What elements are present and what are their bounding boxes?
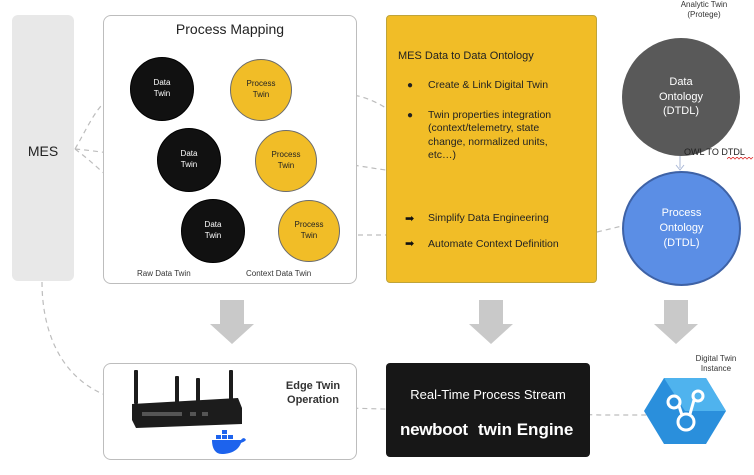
mes-box[interactable]: MES: [12, 15, 74, 281]
docker-icon: [212, 430, 246, 454]
edge-twin-title: Edge Twin Operation: [285, 380, 341, 407]
edge-router-icon: [132, 370, 242, 428]
newboot-logo: newboot: [400, 420, 468, 439]
analytic-twin-caption: Analytic Twin (Protege): [680, 0, 728, 19]
action-automate-context-definition: Automate Context Definition: [428, 238, 559, 250]
realtime-stream-title: Real-Time Process Stream: [410, 387, 566, 402]
data-twin-2[interactable]: Data Twin: [157, 128, 221, 192]
down-arrow-process: [654, 300, 698, 344]
process-twin-3[interactable]: Process Twin: [278, 200, 340, 262]
process-mapping-title: Process Mapping: [175, 21, 285, 37]
action-simplify-data-engineering: Simplify Data Engineering: [428, 212, 549, 224]
azure-digital-twins-icon: [644, 378, 726, 444]
bullet-text-2: Twin properties integration (context/tel…: [428, 109, 552, 162]
process-twin-2[interactable]: Process Twin: [255, 130, 317, 192]
bullet-dot-1: ●: [407, 80, 414, 91]
realtime-stream-panel: Real-Time Process Stream newboot twin En…: [386, 363, 590, 457]
twin-engine-label: twin Engine: [478, 420, 574, 439]
spellcheck-underline: [727, 157, 754, 160]
data-ontology-panel: [386, 15, 597, 283]
owl-to-dtdl-label: OWL TO DTDL: [684, 147, 745, 157]
raw-data-twin-caption: Raw Data Twin: [137, 269, 191, 278]
right-arrow-icon: ➡: [405, 238, 415, 250]
process-ontology-circle[interactable]: Process Ontology (DTDL): [622, 171, 741, 286]
connector-onto-dti: [596, 225, 623, 233]
data-twin-1[interactable]: Data Twin: [130, 57, 194, 121]
down-arrow-onto: [469, 300, 513, 344]
data-twin-3[interactable]: Data Twin: [181, 199, 245, 263]
context-data-twin-caption: Context Data Twin: [246, 269, 312, 278]
bullet-text-1: Create & Link Digital Twin: [428, 79, 549, 91]
bullet-dot-2: ●: [407, 110, 414, 121]
down-arrow-pm: [210, 300, 254, 344]
down-arrows: [210, 300, 698, 344]
mes-label: MES: [27, 143, 59, 159]
right-arrow-icon: ➡: [405, 213, 415, 225]
data-ontology-circle[interactable]: Data Ontology (DTDL): [622, 38, 740, 156]
process-twin-1[interactable]: Process Twin: [230, 59, 292, 121]
connector-row2-onto: [317, 159, 387, 171]
digital-twin-instance-caption: Digital Twin Instance: [695, 354, 737, 373]
ontology-panel-title: MES Data to Data Ontology: [398, 50, 534, 62]
